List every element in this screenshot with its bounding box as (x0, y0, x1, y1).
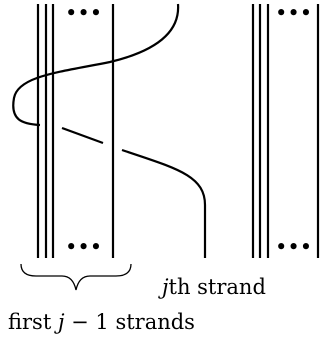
ellipsis-bottom-left: ••• (65, 235, 102, 259)
jth-strand-middle-segment (61, 126, 104, 145)
jth-strand (12, 3, 207, 258)
first-strands-suffix: strands (109, 310, 195, 334)
jth-strand-label: jth strand (158, 275, 266, 299)
ellipsis-top-right: ••• (275, 1, 312, 25)
jth-strand-text: th strand (169, 275, 266, 299)
right-strands-group: ••• ••• (251, 1, 320, 259)
first-strands-var: j (54, 310, 65, 334)
first-strands-group: ••• ••• (36, 1, 115, 259)
first-strands-label: first j − 1 strands (8, 310, 195, 334)
underbrace (20, 263, 132, 291)
jth-strand-lower-segment (121, 148, 207, 258)
jth-strand-top-loop (12, 3, 180, 127)
jth-strand-var: j (158, 275, 169, 299)
first-strands-prefix: first (8, 310, 58, 334)
first-strands-minus: − 1 (64, 310, 108, 334)
ellipsis-bottom-right: ••• (275, 235, 312, 259)
ellipsis-top-left: ••• (65, 1, 102, 25)
